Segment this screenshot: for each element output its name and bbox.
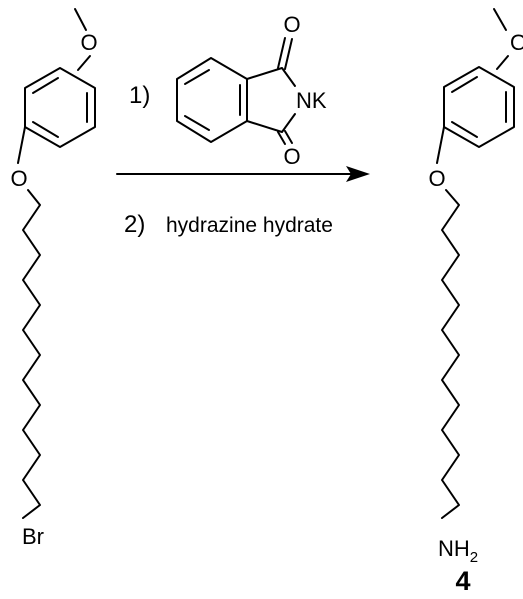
reactant-methyl-bond (74, 8, 87, 31)
phthalimide-carbonyl-top-a (277, 37, 286, 69)
product-amine: NH2 (438, 536, 478, 566)
product-amine-nh: NH (438, 536, 470, 561)
reaction-arrow-head (346, 166, 370, 182)
phthalimide-nk: NK (296, 88, 327, 113)
phthalimide-carbonyl-bottom-b (284, 130, 293, 144)
product-structure: O O NH2 4 (428, 8, 523, 596)
phthalimide-carbonyl-top-b (284, 38, 293, 70)
phthalimide-oxygen-top: O (283, 12, 300, 37)
reactant-ring-double-1 (32, 77, 59, 94)
reactant-structure: O O Br (10, 8, 98, 549)
phthalimide-oxygen-bottom: O (283, 144, 300, 169)
product-benzene-ring (443, 66, 515, 148)
reactant-methoxy-bond (77, 55, 91, 71)
phthalimide-benzene-ring (176, 57, 248, 143)
step2-reagent: hydrazine hydrate (166, 214, 333, 237)
reagents: 1) O NK O 2) hydrazine hydrate (116, 12, 370, 238)
step2-number: 2) (124, 211, 145, 238)
compound-number: 4 (455, 566, 470, 596)
phthalimide-ring-double-1 (184, 69, 210, 85)
product-amine-subscript: 2 (470, 549, 478, 566)
product-ring-double-1 (451, 76, 478, 93)
step1-number: 1) (129, 82, 150, 109)
product-methyl-bond (493, 8, 507, 31)
reactant-ether-bond-1 (17, 126, 26, 164)
reactant-oxygen-top: O (80, 30, 97, 55)
product-methoxy-bond (496, 55, 509, 70)
product-oxygen-ether: O (428, 166, 445, 191)
phthalimide-imide-ring-lower (246, 113, 296, 133)
product-ring-double-3 (451, 121, 478, 138)
reactant-alkyl-chain (22, 189, 41, 519)
phthalimide-carbonyl-bottom-a (277, 131, 286, 145)
reactant-ring-double-3 (32, 121, 59, 138)
product-ether-bond-1 (436, 126, 445, 164)
phthalimide-ring-double-2 (184, 115, 210, 131)
reactant-benzene-ring (24, 67, 96, 148)
phthalimide-imide-ring (246, 67, 296, 87)
product-oxygen-top: O (510, 30, 523, 55)
reactant-oxygen-ether: O (10, 166, 27, 191)
reactant-bromine: Br (22, 524, 44, 549)
potassium-phthalimide: O NK O (176, 12, 327, 169)
product-alkyl-chain (441, 189, 460, 519)
reaction-arrow (116, 166, 370, 182)
